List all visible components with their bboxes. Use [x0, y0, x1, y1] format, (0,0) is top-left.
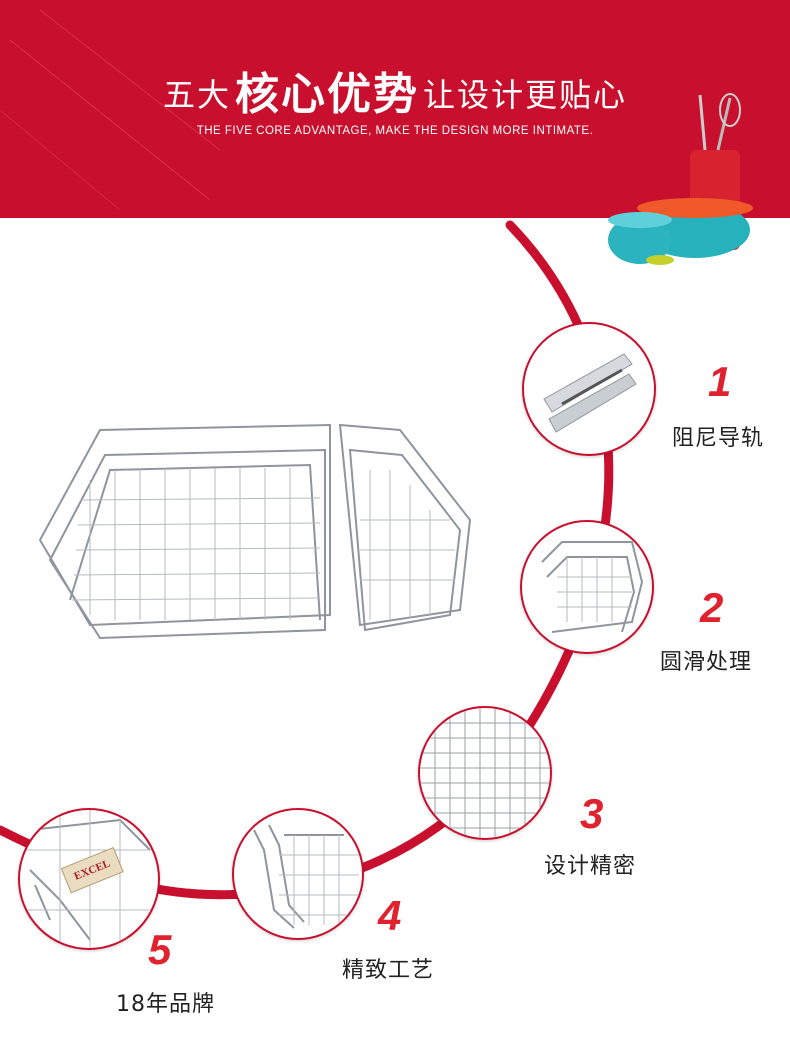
- feature-number-4: 4: [378, 892, 402, 939]
- title-emphasis: 核心优势: [235, 69, 419, 120]
- brand-detail-image: EXCEL: [20, 810, 158, 948]
- feature-label-4: 精致工艺: [342, 958, 435, 983]
- feature-label-5: 18年品牌: [116, 992, 215, 1017]
- craft-detail-image: [253, 824, 359, 929]
- feature-number-5: 5: [148, 926, 172, 973]
- feature-label-3: 设计精密: [544, 854, 637, 879]
- rounded-edge-image: [541, 541, 644, 633]
- title-suffix: 让设计更贴心: [423, 76, 628, 114]
- header-banner: 五大核心优势让设计更贴心 THE FIVE CORE ADVANTAGE, MA…: [0, 0, 790, 218]
- feature-circle-fine-craft: [232, 808, 364, 940]
- feature-label-1: 阻尼导轨: [672, 426, 765, 451]
- mesh-grid-image: [420, 708, 550, 838]
- kitchenware-image: [608, 93, 753, 265]
- feature-circle-brand: EXCEL: [18, 808, 160, 950]
- banner-title: 五大核心优势让设计更贴心: [0, 58, 790, 122]
- banner-decoration: [0, 9, 221, 211]
- feature-number-1: 1: [708, 358, 732, 405]
- feature-circle-rounded-edge: [520, 520, 654, 654]
- feature-circle-slide-rail: [522, 322, 656, 456]
- slide-rail-image: [543, 353, 637, 433]
- feature-label-2: 圆滑处理: [660, 650, 753, 675]
- feature-number-2: 2: [700, 584, 724, 631]
- feature-circle-precise-design: [418, 706, 552, 840]
- feature-number-3: 3: [580, 790, 604, 837]
- title-prefix: 五大: [162, 76, 231, 114]
- banner-subtitle: THE FIVE CORE ADVANTAGE, MAKE THE DESIGN…: [196, 125, 594, 137]
- product-image-baskets: [38, 423, 472, 640]
